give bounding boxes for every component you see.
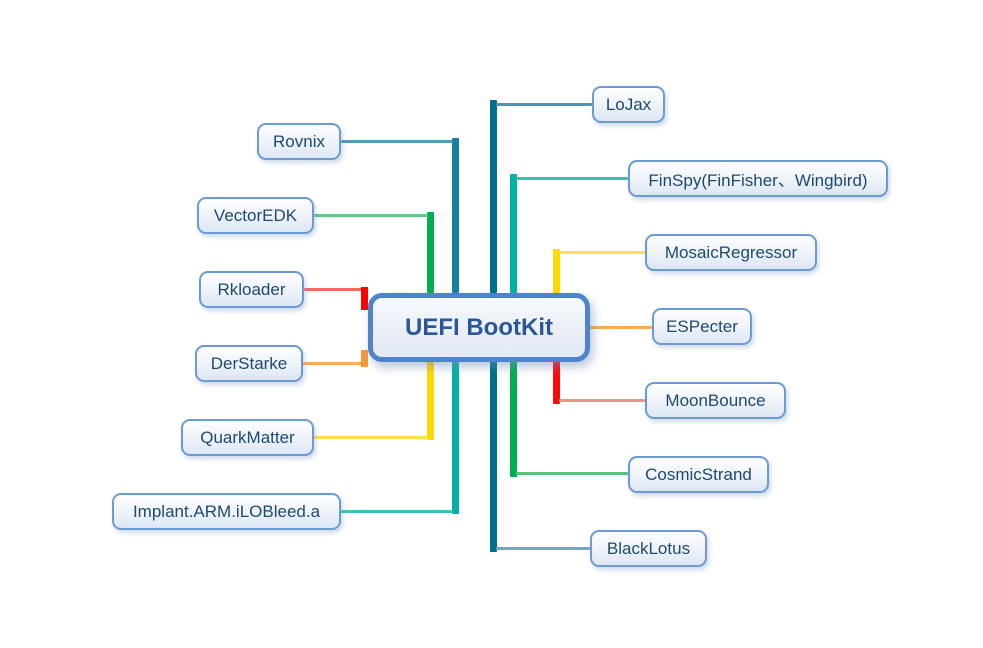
node-blacklotus[interactable]: BlackLotus	[590, 530, 707, 567]
root-node-uefi-bootkit[interactable]: UEFI BootKit	[368, 293, 590, 362]
moonbounce-branch-line	[559, 399, 645, 402]
node-moonbounce[interactable]: MoonBounce	[645, 382, 786, 419]
finspy-branch-trunk	[510, 174, 517, 293]
cosmicstrand-branch-trunk	[510, 361, 517, 477]
derstarke-branch-nub	[361, 350, 368, 367]
cosmicstrand-branch-line	[516, 472, 628, 475]
lojax-branch-line	[496, 103, 592, 106]
implant-branch-line	[341, 510, 453, 513]
node-implant-arm-ilobleed-a[interactable]: Implant.ARM.iLOBleed.a	[112, 493, 341, 530]
node-cosmicstrand[interactable]: CosmicStrand	[628, 456, 769, 493]
node-rovnix[interactable]: Rovnix	[257, 123, 341, 160]
quarkmatter-branch-trunk	[427, 361, 434, 440]
node-finspy[interactable]: FinSpy(FinFisher、Wingbird)	[628, 160, 888, 197]
node-rkloader[interactable]: Rkloader	[199, 271, 304, 308]
node-quarkmatter[interactable]: QuarkMatter	[181, 419, 314, 456]
vectoredk-branch-line	[314, 214, 428, 217]
lojax-branch-trunk	[490, 100, 497, 293]
blacklotus-branch-line	[496, 547, 590, 550]
vectoredk-branch-trunk	[427, 212, 434, 293]
rkloader-branch-nub	[361, 287, 368, 310]
rkloader-branch-line	[304, 288, 364, 291]
implant-branch-trunk	[452, 361, 459, 514]
node-vectoredk[interactable]: VectorEDK	[197, 197, 314, 234]
rovnix-branch-line	[341, 140, 453, 143]
rovnix-branch-trunk	[452, 138, 459, 293]
node-especter[interactable]: ESPecter	[652, 308, 752, 345]
node-derstarke[interactable]: DerStarke	[195, 345, 303, 382]
mosaicregressor-branch-line	[559, 251, 645, 254]
derstarke-branch-line	[303, 362, 363, 365]
mosaicregressor-branch-trunk	[553, 249, 560, 293]
quarkmatter-branch-line	[314, 436, 428, 439]
blacklotus-branch-trunk	[490, 361, 497, 552]
node-lojax[interactable]: LoJax	[592, 86, 665, 123]
especter-branch-line	[588, 326, 652, 329]
node-mosaicregressor[interactable]: MosaicRegressor	[645, 234, 817, 271]
finspy-branch-line	[516, 177, 628, 180]
moonbounce-branch-trunk	[553, 361, 560, 404]
